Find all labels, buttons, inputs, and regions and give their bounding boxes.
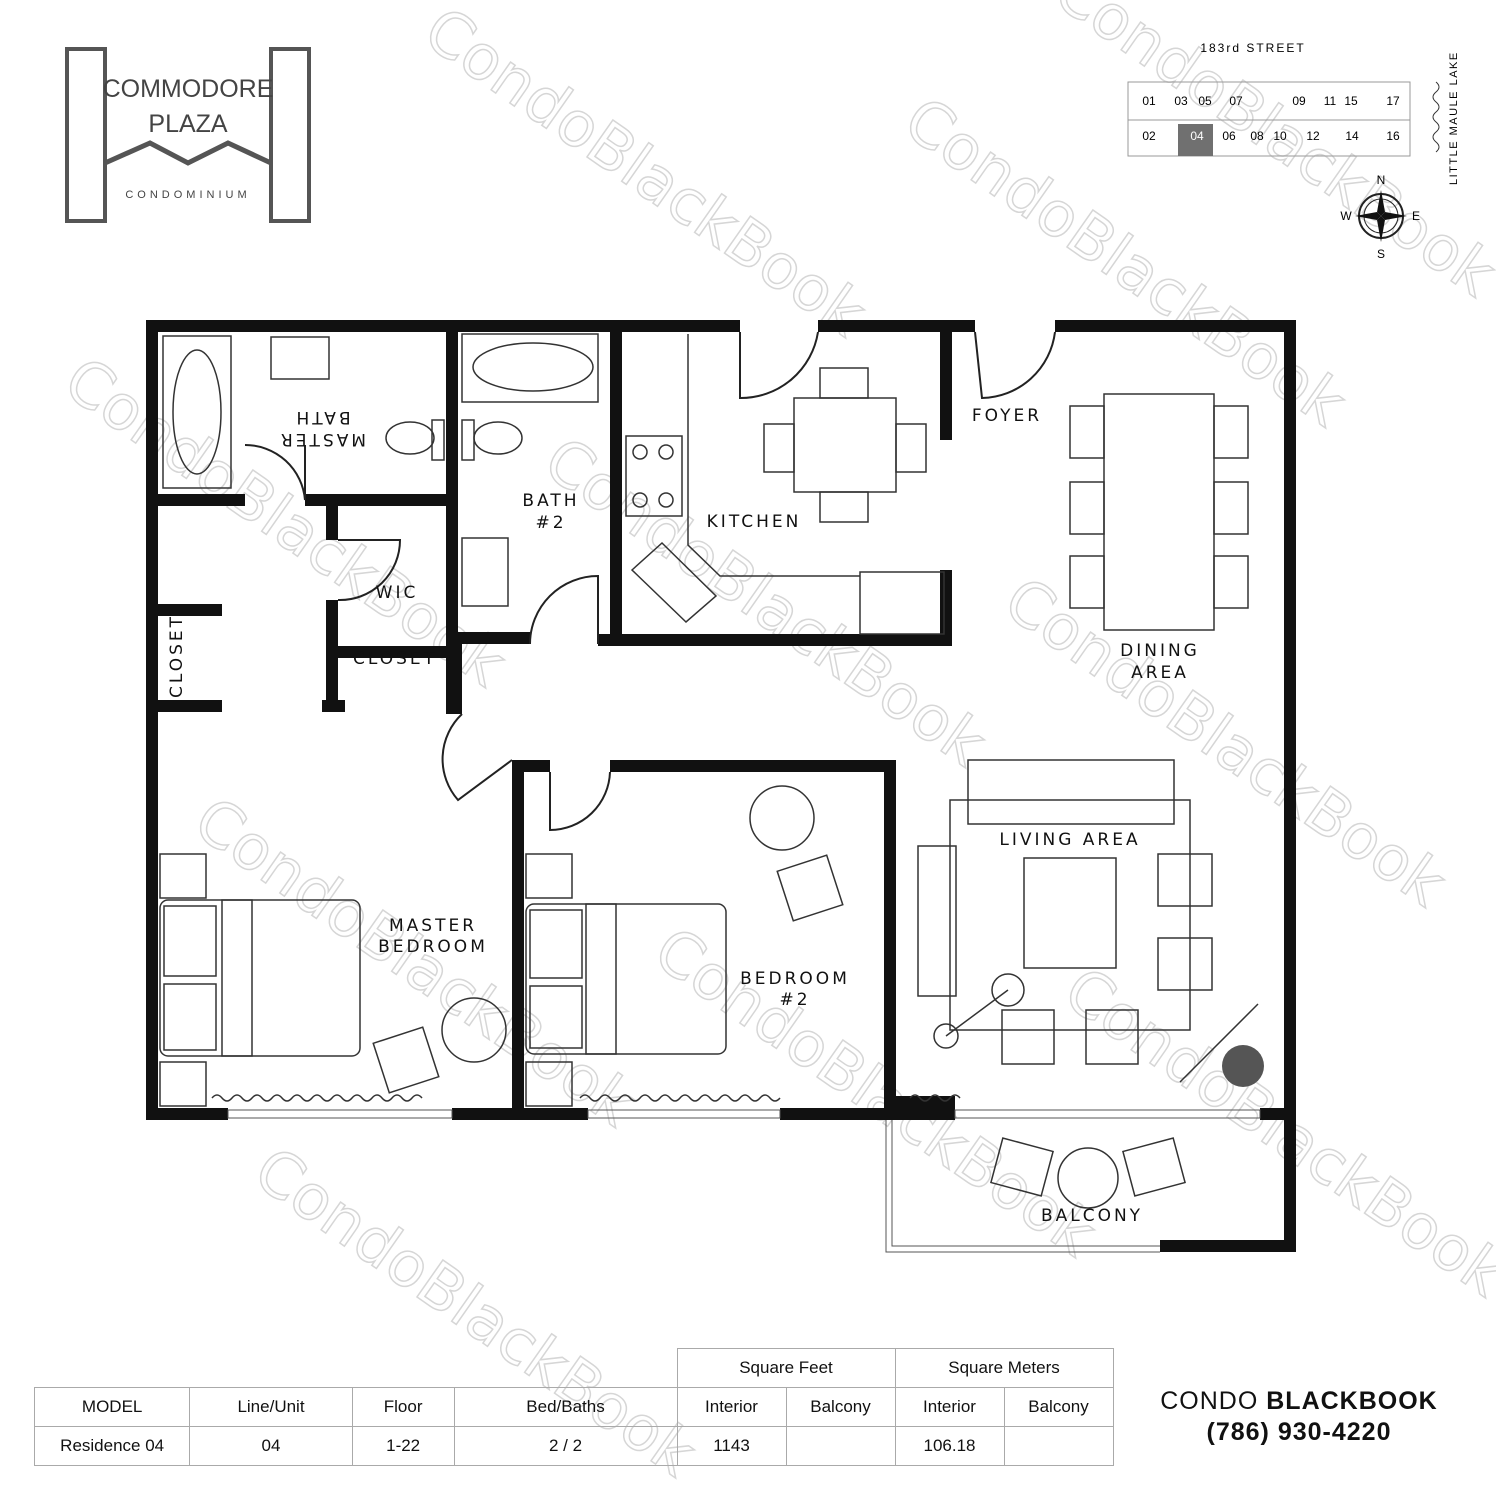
selected-unit-highlight [1178, 124, 1213, 156]
svg-text:BATH: BATH [293, 407, 350, 427]
svg-text:183rd STREET: 183rd STREET [1200, 41, 1305, 55]
furniture [159, 333, 1264, 1209]
svg-text:W: W [1340, 209, 1352, 223]
key-plan-unit-06: 06 [1222, 129, 1236, 143]
svg-text:BALCONY: BALCONY [1041, 1206, 1143, 1226]
compass-icon: N E S W [1340, 173, 1420, 261]
svg-text:CONDOMINIUM: CONDOMINIUM [125, 189, 250, 201]
logo: COMMODORE PLAZA CONDOMINIUM [65, 47, 311, 223]
brand-block: CONDO BLACKBOOK (786) 930-4220 [1134, 1386, 1464, 1448]
key-plan-unit-01: 01 [1142, 94, 1156, 108]
svg-text:WIC: WIC [376, 583, 419, 603]
group-header: Square Meters [894, 1348, 1114, 1388]
svg-text:FOYER: FOYER [972, 406, 1042, 426]
svg-text:E: E [1412, 209, 1420, 223]
group-header: Square Feet [676, 1348, 896, 1388]
brand-name: BLACKBOOK [1266, 1387, 1438, 1415]
curtain [211, 1094, 423, 1102]
svg-text:CondoBlackBook: CondoBlackBook [1051, 952, 1496, 1310]
svg-text:MASTER: MASTER [278, 429, 366, 449]
svg-text:MASTER: MASTER [389, 916, 477, 936]
brand-phone: (786) 930-4220 [1206, 1418, 1392, 1446]
svg-text:LITTLE MAULE LAKE: LITTLE MAULE LAKE [1448, 51, 1460, 185]
sink-icon [630, 541, 718, 624]
sink-icon [461, 537, 509, 607]
svg-text:CondoBlackBook: CondoBlackBook [531, 422, 999, 780]
sofa [967, 759, 1175, 825]
svg-text:LIVING AREA: LIVING AREA [999, 830, 1140, 850]
bed-2 [525, 903, 727, 1055]
key-plan-unit-16: 16 [1386, 129, 1400, 143]
walls [146, 320, 1296, 1252]
svg-text:CondoBlackBook: CondoBlackBook [641, 912, 1109, 1270]
key-plan-unit-09: 09 [1292, 94, 1306, 108]
key-plan-unit-17: 17 [1386, 94, 1400, 108]
key-plan-unit-05: 05 [1198, 94, 1212, 108]
plant-icon [1222, 1045, 1264, 1087]
svg-text:#2: #2 [535, 513, 566, 533]
svg-text:BATH: BATH [522, 491, 579, 511]
windows [227, 1109, 1261, 1253]
key-plan-unit-10: 10 [1273, 129, 1287, 143]
coffee-table [1023, 857, 1117, 969]
doors [244, 331, 1056, 832]
svg-text:S: S [1377, 247, 1385, 261]
svg-text:BEDROOM: BEDROOM [740, 969, 850, 989]
svg-text:AREA: AREA [1131, 663, 1189, 683]
key-plan-unit-02: 02 [1142, 129, 1156, 143]
key-plan-unit-07: 07 [1229, 94, 1243, 108]
key-plan-unit-14: 14 [1345, 129, 1359, 143]
room-labels: BATH MASTER BATH #2 KITCHEN FOYER WIC CL… [167, 406, 1200, 1226]
svg-text:COMMODORE: COMMODORE [103, 75, 274, 103]
stove-icon [625, 435, 683, 517]
svg-text:DINING: DINING [1120, 641, 1200, 661]
svg-text:#2: #2 [779, 990, 810, 1010]
table-row: Residence 04 04 1-22 2 / 2 1143 106.18 [33, 1426, 1114, 1466]
unit-spec-table: Square Feet Square Meters MODEL Line/Uni… [33, 1348, 1114, 1466]
sofa [917, 845, 957, 997]
brand-name: CONDO [1160, 1387, 1267, 1415]
svg-text:KITCHEN: KITCHEN [707, 512, 802, 532]
rug [949, 799, 1191, 1031]
header-row: MODEL Line/Unit Floor Bed/Baths Interior… [33, 1387, 1114, 1427]
svg-text:CondoBlackBook: CondoBlackBook [411, 0, 879, 351]
tub-icon [162, 335, 232, 489]
watermark-layer: CondoBlackBook CondoBlackBook CondoBlack… [51, 0, 1496, 1491]
svg-text:CLOSET: CLOSET [353, 649, 437, 669]
key-plan-unit-11: 11 [1324, 94, 1337, 108]
master-bed [159, 899, 361, 1057]
svg-text:N: N [1377, 173, 1386, 187]
svg-text:BEDROOM: BEDROOM [378, 937, 488, 957]
key-plan-unit-03: 03 [1174, 94, 1188, 108]
curtain [909, 1094, 961, 1102]
key-plan: 183rd STREET 01 03 05 07 09 11 15 17 02 04 06 08 10 1… [1127, 41, 1460, 261]
dining-table [1103, 393, 1215, 631]
curtain [579, 1094, 781, 1102]
key-plan-unit-15: 15 [1344, 94, 1358, 108]
svg-text:CondoBlackBook: CondoBlackBook [991, 562, 1459, 920]
key-plan-unit-12: 12 [1306, 129, 1320, 143]
svg-text:CLOSET: CLOSET [167, 614, 187, 698]
sink-icon [270, 336, 330, 380]
svg-text:PLAZA: PLAZA [148, 110, 228, 138]
kitchen-table [793, 397, 897, 493]
key-plan-unit-04: 04 [1190, 129, 1204, 143]
tub-icon [461, 333, 599, 403]
key-plan-unit-08: 08 [1250, 129, 1264, 143]
